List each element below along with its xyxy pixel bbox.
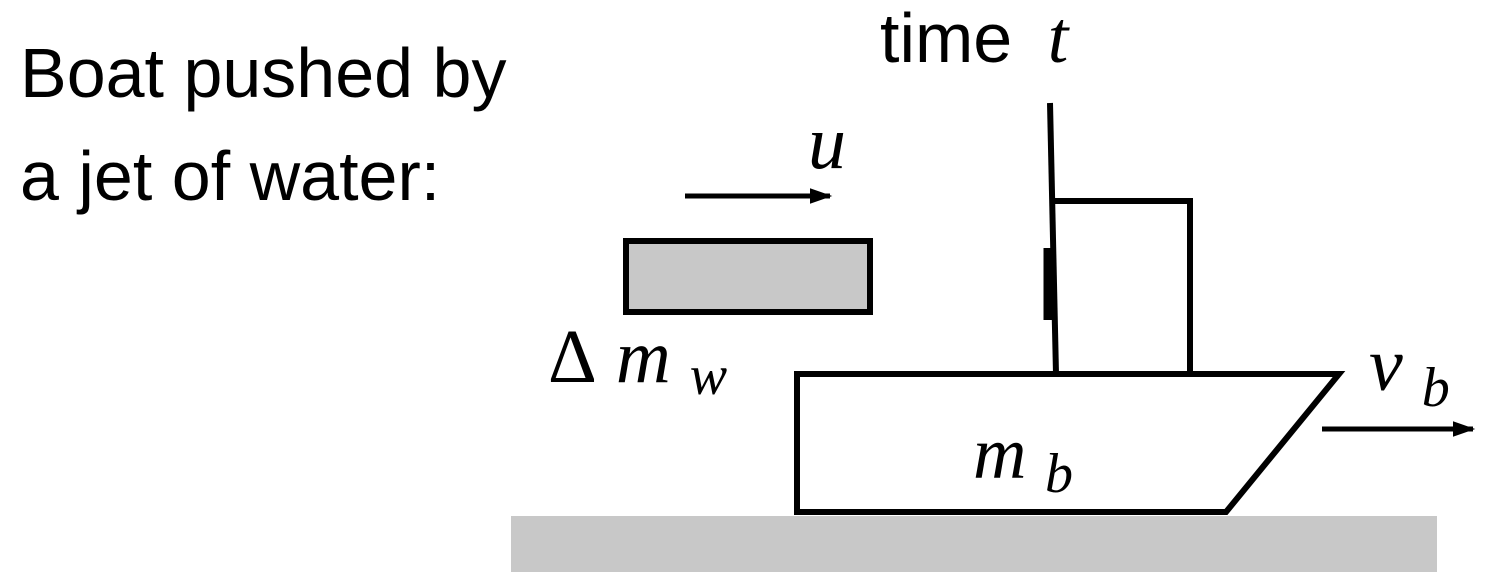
boat-velocity-symbol: v — [1369, 323, 1403, 407]
water-mass-symbol: m — [616, 315, 671, 399]
time-symbol: t — [1048, 0, 1071, 79]
water-mass-label: Δ m w — [548, 315, 727, 407]
water-parcel — [623, 238, 873, 315]
boat-cabin — [1054, 198, 1193, 374]
boat-velocity-label: v b — [1369, 323, 1450, 419]
delta-symbol: Δ — [548, 315, 597, 399]
boat-mass-label: m b — [973, 413, 1073, 505]
boat-mass-subscript: b — [1045, 443, 1073, 505]
boat-mass-symbol: m — [973, 413, 1026, 495]
time-word: time — [880, 0, 1012, 77]
caption-line-2: a jet of water: — [20, 137, 440, 215]
jet-velocity-label: u — [808, 101, 846, 185]
boat-mast — [1047, 102, 1059, 375]
boat-velocity-subscript: b — [1422, 357, 1450, 419]
water-mass-subscript: w — [690, 345, 727, 407]
ground — [511, 516, 1437, 572]
caption-line-1: Boat pushed by — [20, 34, 506, 112]
time-label: time t — [880, 0, 1071, 79]
boat-hull — [794, 371, 1346, 515]
